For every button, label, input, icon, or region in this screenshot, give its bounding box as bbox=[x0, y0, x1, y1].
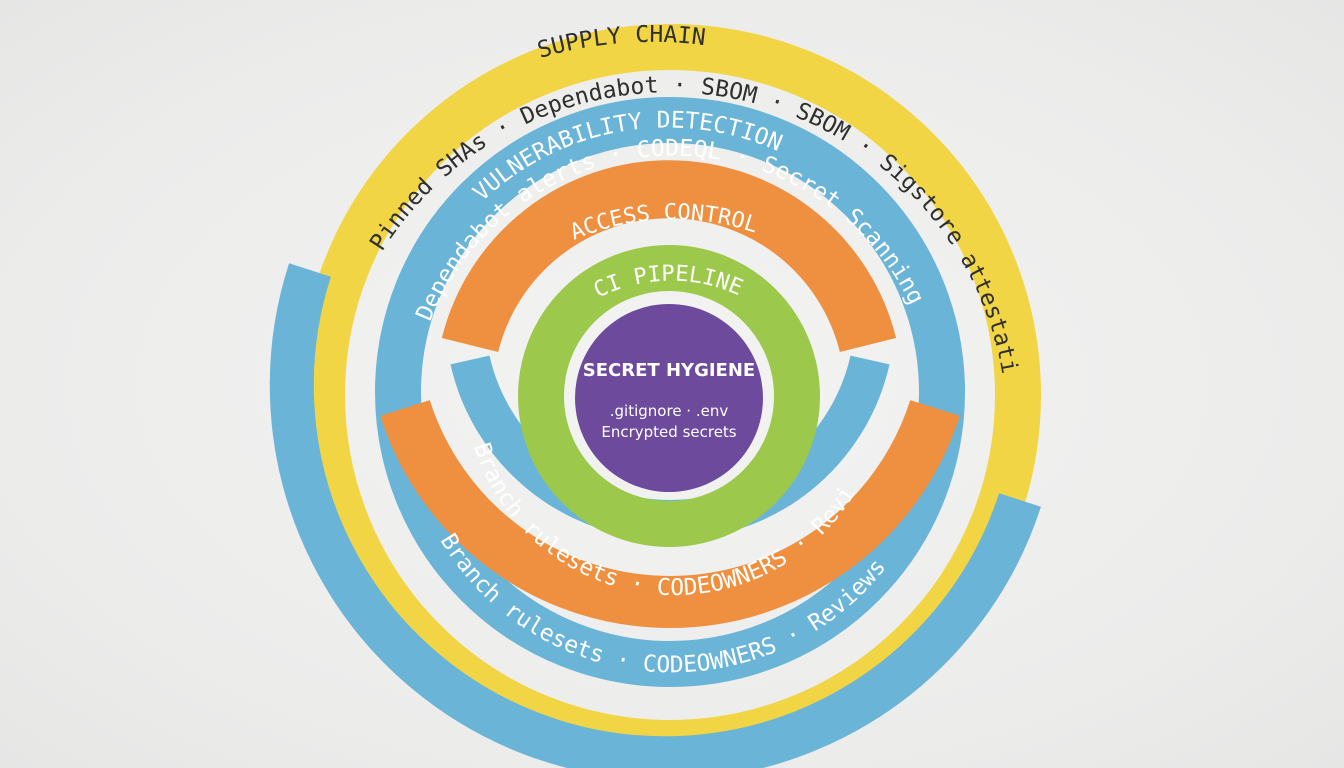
secret-hygiene-line-1: .gitignore · .env bbox=[610, 402, 729, 420]
secret-hygiene-circle bbox=[575, 304, 763, 492]
secret-hygiene-line-2: Encrypted secrets bbox=[601, 423, 736, 441]
supply-chain-ring bbox=[269, 24, 1041, 768]
access-control-top-band bbox=[441, 160, 897, 353]
outer-blue-band bbox=[269, 263, 1041, 768]
ci-pipeline-ring bbox=[518, 245, 820, 547]
vulnerability-band bbox=[375, 97, 965, 687]
secret-hygiene-core bbox=[575, 304, 763, 492]
secret-hygiene-title: SECRET HYGIENE bbox=[583, 360, 755, 381]
ci-pipeline-band bbox=[518, 245, 820, 547]
vulnerability-detection-ring bbox=[375, 97, 965, 687]
access-control-bottom-band bbox=[380, 400, 960, 628]
